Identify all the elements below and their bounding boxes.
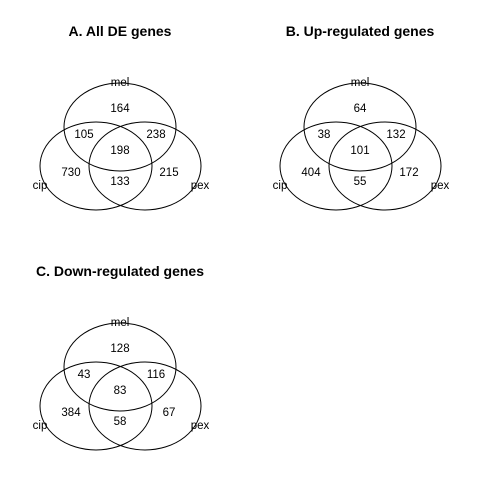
count-pex-only: 67 [163, 407, 176, 419]
venn-panel-b: B. Up-regulated genes mel cip pex 64 38 … [273, 23, 450, 211]
count-mel-only: 64 [354, 103, 367, 115]
venn-panel-a: A. All DE genes mel cip pex 164 105 238 … [33, 23, 210, 211]
set-label-mel: mel [111, 77, 130, 89]
count-mel-cip: 38 [318, 129, 331, 141]
count-mel-pex: 238 [146, 129, 165, 141]
count-pex-only: 172 [399, 167, 418, 179]
count-cip-only: 384 [61, 407, 81, 419]
venn-circle-mel [63, 82, 177, 172]
venn-circle-mel [63, 322, 177, 412]
count-all-three: 101 [350, 145, 369, 157]
count-mel-only: 128 [110, 343, 129, 355]
set-label-mel: mel [111, 317, 130, 329]
set-label-cip: cip [33, 420, 48, 432]
count-all-three: 198 [110, 145, 129, 157]
count-mel-only: 164 [110, 103, 130, 115]
count-mel-cip: 105 [74, 129, 93, 141]
venn-panel-c: C. Down-regulated genes mel cip pex 128 … [33, 263, 210, 451]
count-mel-cip: 43 [78, 369, 91, 381]
panel-title: C. Down-regulated genes [36, 263, 204, 279]
count-cip-pex: 58 [114, 416, 127, 428]
panel-title: B. Up-regulated genes [286, 23, 435, 39]
set-label-mel: mel [351, 77, 370, 89]
count-pex-only: 215 [159, 167, 178, 179]
count-all-three: 83 [114, 385, 127, 397]
set-label-cip: cip [273, 180, 288, 192]
venn-circle-pex [328, 121, 442, 211]
count-cip-pex: 133 [110, 176, 129, 188]
count-cip-only: 730 [61, 167, 80, 179]
set-label-pex: pex [191, 420, 210, 432]
venn-circle-cip [39, 361, 153, 451]
venn-circle-cip [279, 121, 393, 211]
venn-circle-cip [39, 121, 153, 211]
set-label-cip: cip [33, 180, 48, 192]
venn-circle-mel [303, 82, 417, 172]
set-label-pex: pex [191, 180, 210, 192]
venn-circle-pex [88, 121, 202, 211]
panel-title: A. All DE genes [69, 23, 172, 39]
count-mel-pex: 116 [147, 369, 165, 381]
count-cip-only: 404 [301, 167, 321, 179]
count-cip-pex: 55 [354, 176, 367, 188]
venn-circle-pex [88, 361, 202, 451]
count-mel-pex: 132 [386, 129, 405, 141]
set-label-pex: pex [431, 180, 450, 192]
